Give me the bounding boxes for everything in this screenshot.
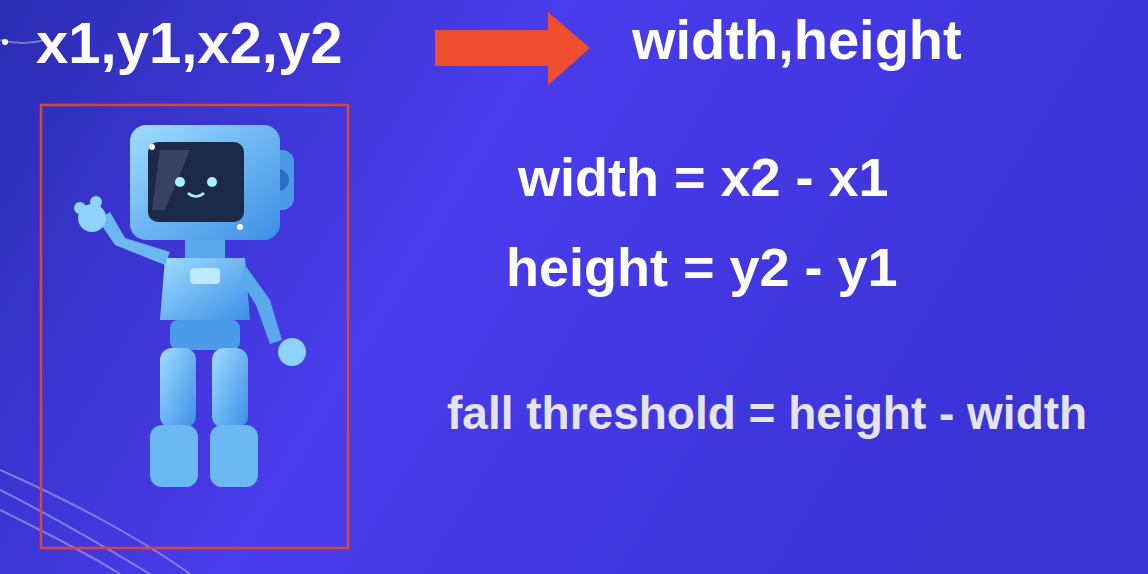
formula-text: x1,y1,x2,y2: [36, 14, 342, 72]
arrow: [435, 12, 590, 85]
robot-illustration: [74, 125, 306, 487]
formula-text: height = y2 - y1: [506, 240, 898, 294]
formula-text: fall threshold = height - width: [447, 390, 1087, 436]
bounding-box: [41, 105, 348, 548]
formula-text: width,height: [632, 12, 962, 68]
decor-dot: [2, 39, 8, 45]
formula-text: width = x2 - x1: [518, 150, 889, 204]
